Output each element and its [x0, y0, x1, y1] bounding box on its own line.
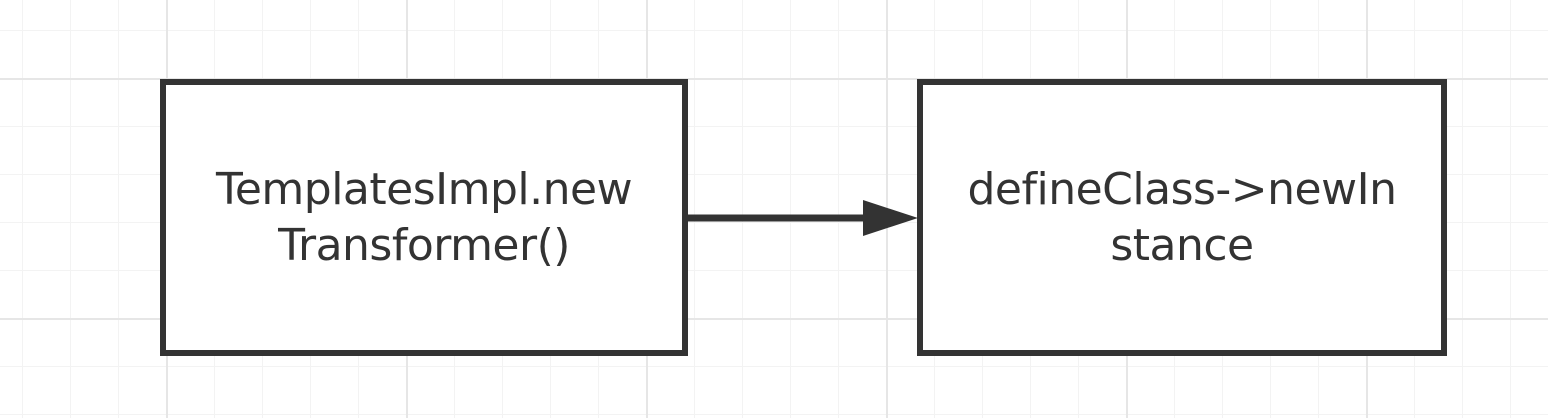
- node-label: TemplatesImpl.newTransformer(): [215, 163, 633, 271]
- node-define-class[interactable]: defineClass->newInstance: [917, 79, 1447, 356]
- node-templates-impl[interactable]: TemplatesImpl.newTransformer(): [160, 79, 688, 356]
- arrowhead: [863, 200, 918, 236]
- node-label: defineClass->newInstance: [967, 163, 1397, 271]
